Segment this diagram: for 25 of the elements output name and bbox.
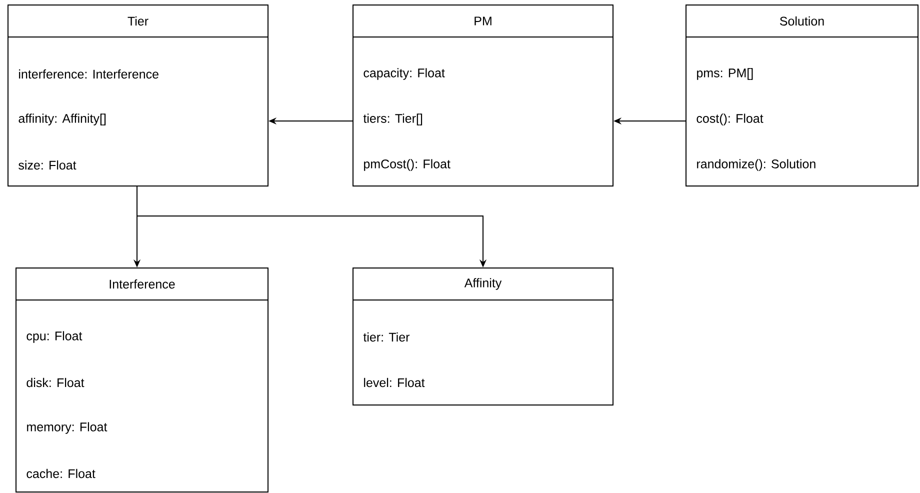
attribute-text: pms: PM[] <box>697 68 753 80</box>
attribute-text: randomize(): Solution <box>697 159 816 171</box>
class-box <box>16 268 268 492</box>
attribute-text: tier: Tier <box>363 332 410 342</box>
attribute-text: affinity: Affinity[] <box>18 114 106 126</box>
attribute-text: capacity: Float <box>364 68 445 80</box>
class-box <box>686 4 918 186</box>
attribute-text: interference: Interference <box>19 69 158 79</box>
class-box <box>352 268 614 406</box>
attribute-text: pmCost(): Float <box>364 159 450 171</box>
class-name: Affinity <box>464 278 502 290</box>
class-name: Solution <box>780 16 824 26</box>
attribute-text: disk: Float <box>26 378 84 388</box>
class-box <box>8 4 268 186</box>
attribute-text: memory: Float <box>27 422 108 434</box>
attribute-text: cost(): Float <box>696 114 764 126</box>
attribute-text: level: Float <box>364 378 425 388</box>
class-name: Interference <box>110 279 175 289</box>
attribute-text: cpu: Float <box>26 331 82 343</box>
attribute-text: size: Float <box>18 160 76 170</box>
attribute-text: tiers: Tier[] <box>363 114 422 126</box>
attribute-text: cache: Float <box>26 468 96 478</box>
class-box <box>352 4 614 186</box>
class-name: Tier <box>128 16 148 26</box>
class-name: PM <box>474 16 492 26</box>
